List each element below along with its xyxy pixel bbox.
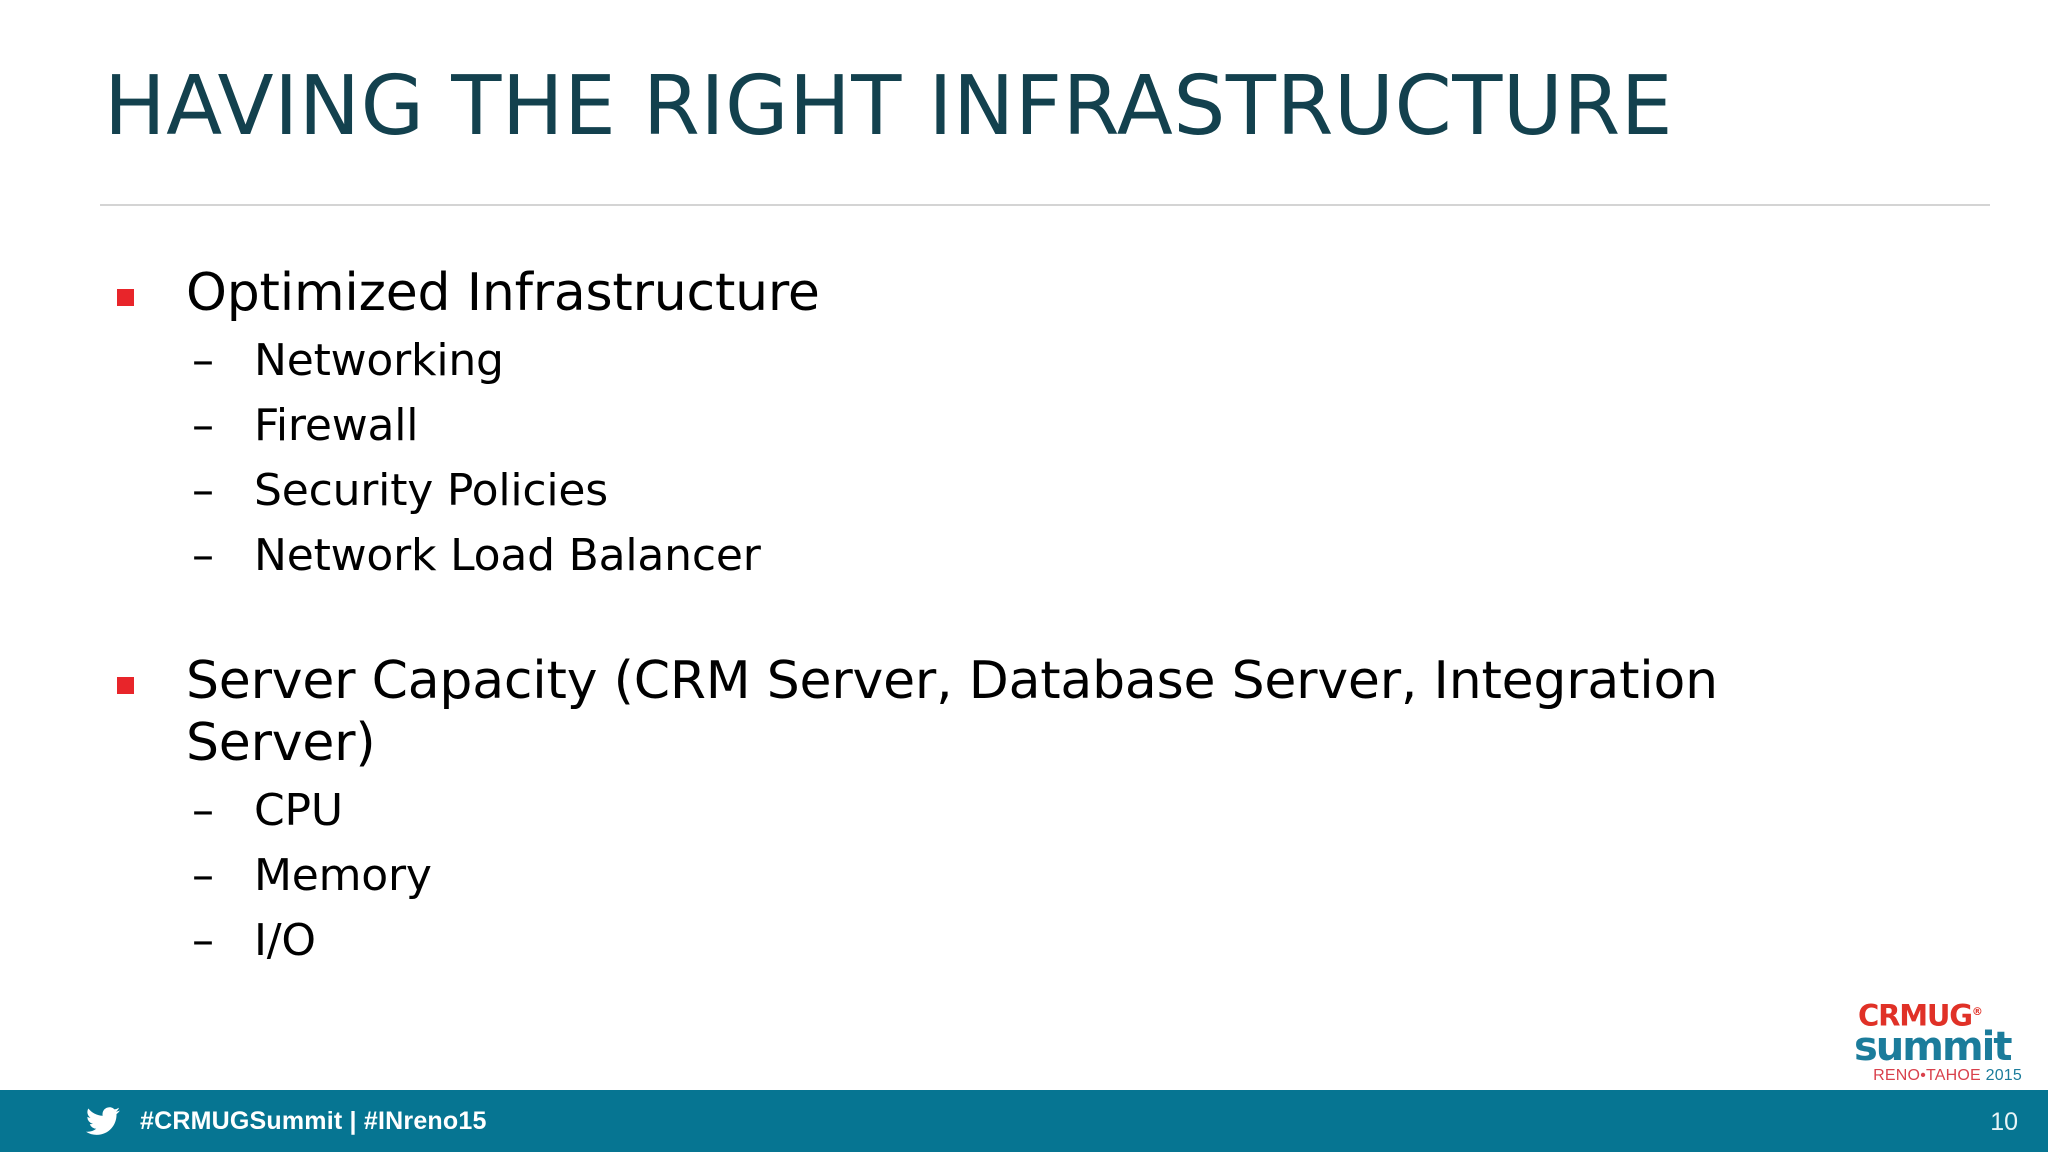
bullet-text: Optimized Infrastructure bbox=[186, 263, 820, 323]
bullet-text: I/O bbox=[254, 915, 316, 966]
dash-bullet-icon: – bbox=[192, 465, 214, 516]
bullet-text: Firewall bbox=[254, 400, 419, 451]
bullet-level1-server-capacity: Server Capacity (CRM Server, Database Se… bbox=[104, 650, 1894, 774]
bullet-text: Network Load Balancer bbox=[254, 530, 761, 581]
title-divider bbox=[100, 204, 1990, 206]
page-title: HAVING THE RIGHT INFRASTRUCTURE bbox=[104, 59, 1674, 154]
logo-location-text: RENO•TAHOE bbox=[1873, 1066, 1981, 1084]
square-bullet-icon bbox=[117, 289, 134, 306]
registered-mark-icon: ® bbox=[1971, 1005, 1983, 1018]
dash-bullet-icon: – bbox=[192, 785, 214, 836]
bullet-text: Networking bbox=[254, 335, 504, 386]
bullet-group-spacer bbox=[104, 588, 1894, 650]
logo-crmug-wordmark: CRMUG® bbox=[1846, 998, 2026, 1030]
square-bullet-icon bbox=[117, 677, 134, 694]
bullet-text: Memory bbox=[254, 850, 432, 901]
twitter-bird-icon[interactable] bbox=[85, 1104, 120, 1138]
footer-hashtags: #CRMUGSummit | #INreno15 bbox=[140, 1107, 487, 1135]
crmug-summit-logo: CRMUG® summit RENO•TAHOE 2015 bbox=[1846, 998, 2026, 1084]
bullet-text: CPU bbox=[254, 785, 343, 836]
logo-location-line: RENO•TAHOE 2015 bbox=[1846, 1067, 2026, 1085]
dash-bullet-icon: – bbox=[192, 530, 214, 581]
footer-inner: #CRMUGSummit | #INreno15 10 bbox=[0, 1090, 2048, 1152]
bullet-text: Server Capacity (CRM Server, Database Se… bbox=[186, 651, 1718, 773]
bullet-text: Security Policies bbox=[254, 465, 609, 516]
bullet-level2-networking: – Networking bbox=[104, 328, 1894, 393]
bullet-level2-security-policies: – Security Policies bbox=[104, 458, 1894, 523]
bullet-level2-cpu: – CPU bbox=[104, 778, 1894, 843]
dash-bullet-icon: – bbox=[192, 400, 214, 451]
bullet-level2-firewall: – Firewall bbox=[104, 393, 1894, 458]
logo-crmug-text: CRMUG bbox=[1858, 998, 1973, 1033]
bullet-level2-io: – I/O bbox=[104, 908, 1894, 973]
slide-number: 10 bbox=[1990, 1108, 2018, 1136]
footer-bar: #CRMUGSummit | #INreno15 10 bbox=[0, 1090, 2048, 1152]
slide-body: Optimized Infrastructure – Networking – … bbox=[104, 262, 1894, 973]
bullet-level1-optimized-infrastructure: Optimized Infrastructure bbox=[104, 262, 1894, 324]
bullet-level2-network-load-balancer: – Network Load Balancer bbox=[104, 523, 1894, 588]
dash-bullet-icon: – bbox=[192, 850, 214, 901]
dash-bullet-icon: – bbox=[192, 915, 214, 966]
dash-bullet-icon: – bbox=[192, 335, 214, 386]
logo-year-text: 2015 bbox=[1985, 1066, 2022, 1084]
logo-summit-wordmark: summit bbox=[1854, 1023, 2012, 1070]
bullet-level2-memory: – Memory bbox=[104, 843, 1894, 908]
title-block: HAVING THE RIGHT INFRASTRUCTURE bbox=[104, 58, 1994, 168]
